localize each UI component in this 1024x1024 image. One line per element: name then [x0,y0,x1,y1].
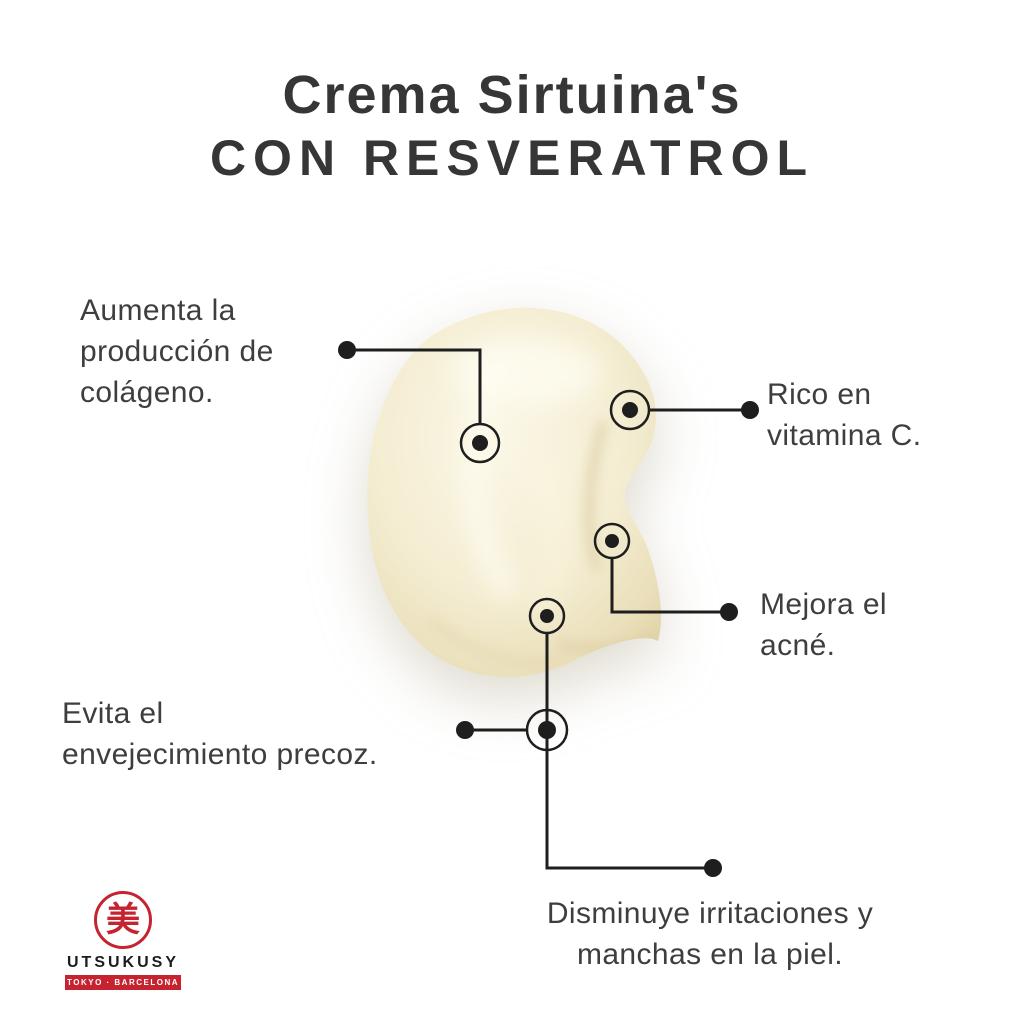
target-marker-dot [472,435,488,451]
annotation-line: Mejora el [760,588,887,621]
product-subtitle: CON RESVERATROL [209,130,815,186]
annotation-acne: Mejora el acné. [760,584,887,666]
line-end-dot [704,859,722,877]
target-marker-dot [540,609,554,623]
target-marker-dot [605,534,619,548]
cream-highlights [450,338,600,612]
annotation-irritaciones: Disminuye irritaciones y manchas en la p… [505,893,915,975]
connector-colageno [338,341,501,464]
annotation-line: manchas en la piel. [576,938,844,971]
connector-envejecimiento [456,708,569,752]
annotation-line: Evita el [62,697,164,730]
target-marker-ring [459,422,501,464]
brand-tagline: TOKYO · BARCELONA [65,975,181,990]
kanji-character: 美 [106,901,140,939]
connector-line [347,348,482,424]
target-marker-ring [609,389,651,431]
connector-line [545,633,713,870]
annotation-line: colágeno. [80,376,214,409]
connector-acne [593,522,738,621]
product-title: Crema Sirtuina's [282,65,742,125]
annotation-vitamina-c: Rico en vitamina C. [767,374,921,456]
brand-logo: 美 UTSUKUSY TOKYO · BARCELONA [62,891,184,990]
title-block: Crema Sirtuina's CON RESVERATROL [0,66,1024,186]
annotation-colageno: Aumenta la producción de colágeno. [80,290,274,413]
annotation-line: vitamina C. [767,419,922,452]
annotation-line: envejecimiento precoz. [62,738,378,771]
brand-name: UTSUKUSY [66,954,179,971]
annotation-line: Disminuye irritaciones y [546,897,874,930]
annotation-line: acné. [760,629,836,662]
target-marker-ring [593,522,631,560]
annotation-line: producción de [80,335,274,368]
annotation-line: Rico en [767,378,872,411]
cream-blob-shape [367,307,662,677]
connector-line [610,558,729,614]
connector-vitamina-c [609,389,759,431]
annotation-envejecimiento: Evita el envejecimiento precoz. [62,693,378,775]
annotation-line: Aumenta la [80,294,236,327]
kanji-logo-icon: 美 [94,891,152,949]
connector-irritaciones [528,597,722,877]
target-marker-dot [622,402,638,418]
